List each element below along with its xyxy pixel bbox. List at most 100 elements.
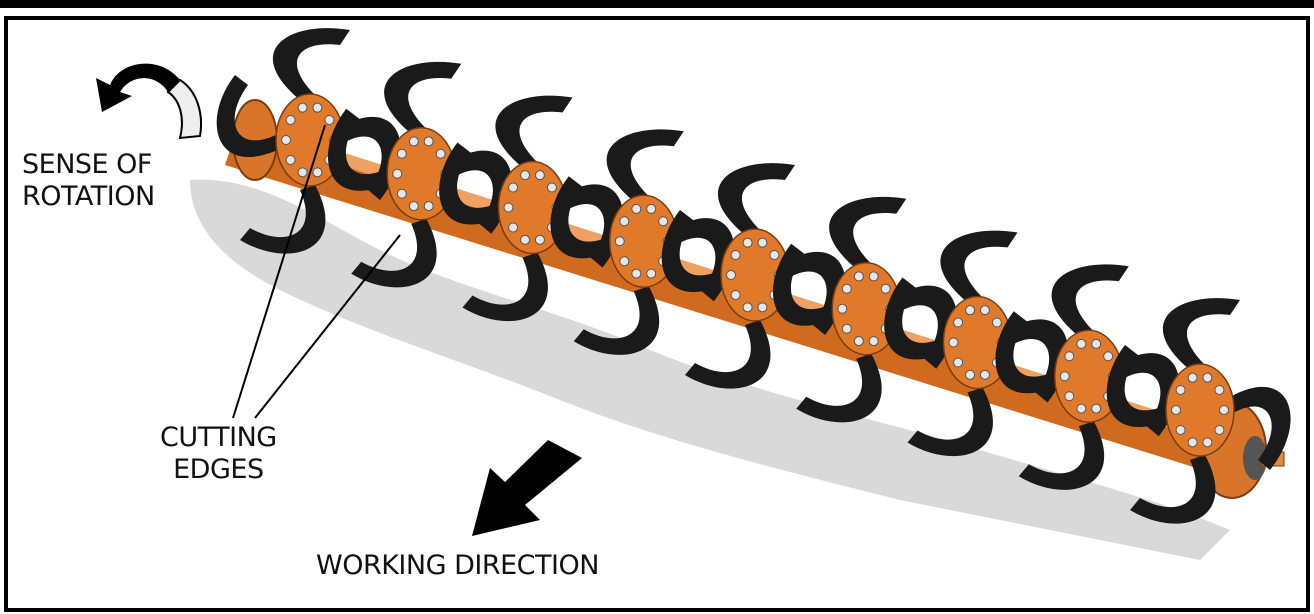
rotation-label-line2: ROTATION [22, 181, 155, 212]
flange-bolt [285, 154, 296, 165]
flange-bolt [1187, 372, 1198, 383]
flange-bolt [948, 337, 959, 348]
flange-bolt [757, 302, 768, 313]
flange-bolt [880, 283, 891, 294]
flange-bolt [1171, 405, 1181, 415]
flange-bolt [619, 256, 630, 267]
tine-blade [685, 320, 771, 389]
flange-bolt [868, 271, 879, 282]
tine-blade [907, 387, 993, 457]
tine-flange [884, 230, 1069, 457]
flange-bolt [614, 236, 625, 247]
flange-bolt [965, 305, 976, 316]
flange-bolt [1091, 338, 1102, 349]
tine-flange [550, 129, 735, 355]
cutting-edge-leaders [232, 124, 401, 419]
tine-blade [1225, 386, 1291, 470]
flange-bolt [1214, 424, 1225, 435]
flange-bolt [281, 135, 291, 145]
flange-bolt [953, 357, 964, 368]
flange-bolt [1219, 405, 1229, 415]
flange-bolt [546, 182, 557, 193]
flange-bolt [953, 317, 964, 328]
flange-bolt [726, 270, 736, 280]
flange-bolt [742, 237, 753, 248]
tine-blade [661, 210, 727, 293]
curved-arrow-icon [96, 63, 202, 140]
flange-bolt [646, 268, 657, 279]
flange-bolt [1214, 385, 1225, 396]
flange-bolt [1064, 391, 1075, 402]
tine-flange [1106, 298, 1291, 524]
flange-bolt [631, 268, 642, 279]
tine-flange [772, 196, 957, 423]
flange-bolt [423, 201, 434, 212]
flange-bolt [520, 234, 531, 245]
tine-blade [995, 311, 1061, 394]
tine-blade [1106, 345, 1172, 428]
flange-bolt [392, 168, 403, 179]
flange-bolt [396, 148, 407, 159]
flange-bolt [1175, 424, 1186, 435]
flange-bolt [769, 250, 780, 261]
working-direction-label: WORKING DIRECTION [316, 550, 599, 581]
top-rule [0, 0, 1314, 8]
flange-bolt [991, 317, 1002, 328]
flange-bolt [658, 216, 669, 227]
flange-bolt [619, 216, 630, 227]
tine-blade [1162, 298, 1240, 370]
tine-blade [940, 230, 1018, 303]
flange-bolt [965, 369, 976, 380]
tine-blade [829, 196, 907, 269]
flange-bolt [742, 302, 753, 313]
tine-blade [796, 353, 882, 423]
flange-bolt [631, 203, 642, 214]
tine-blade [495, 95, 573, 168]
flange-bolt [312, 102, 323, 113]
flange-bolt [297, 102, 308, 113]
tine-blade [717, 163, 795, 235]
flange-bolt [503, 202, 514, 213]
flange-bolt [1187, 437, 1198, 448]
tine-flange [661, 163, 846, 389]
tine-blade [772, 243, 839, 326]
ground-shadow [190, 179, 1230, 560]
flange-bolt [297, 167, 308, 178]
flange-bolt [508, 222, 519, 233]
flange-bolt [868, 336, 879, 347]
flange-bolt [757, 237, 768, 248]
cutting-edges-label: CUTTING EDGES [160, 422, 277, 486]
tine-blade [240, 185, 326, 254]
cutting-label-line1: CUTTING [160, 422, 277, 453]
flange-bolt [841, 283, 852, 294]
flange-bolt [979, 369, 990, 380]
flange-bolt [312, 167, 323, 178]
tine-blade [573, 286, 660, 355]
flange-bolt [285, 115, 296, 126]
flange-bolt [1175, 385, 1186, 396]
flange-bolt [508, 182, 519, 193]
tine-blade [606, 129, 684, 202]
tine-blade [1018, 421, 1105, 490]
rotation-label-line1: SENSE OF [22, 149, 152, 180]
flange-bolt [837, 303, 848, 314]
flange-bolt [1091, 403, 1102, 414]
flange-bolt [1103, 351, 1114, 362]
tine-blade [1130, 455, 1216, 524]
cutting-label-line2: EDGES [173, 454, 264, 485]
tine-blade [384, 61, 462, 134]
flange-bolt [396, 188, 407, 199]
tine-flange [995, 264, 1180, 490]
flange-bolt [1076, 403, 1087, 414]
tine-blade [327, 108, 394, 191]
flange-group [216, 28, 1291, 524]
tine-blade [216, 75, 282, 158]
down-left-arrow-icon [472, 440, 582, 536]
tine-blade [550, 176, 616, 259]
flange-bolt [730, 250, 741, 261]
flange-bolt [1064, 351, 1075, 362]
flange-bolt [408, 201, 419, 212]
flange-bolt [646, 203, 657, 214]
flange-bolt [534, 170, 545, 181]
